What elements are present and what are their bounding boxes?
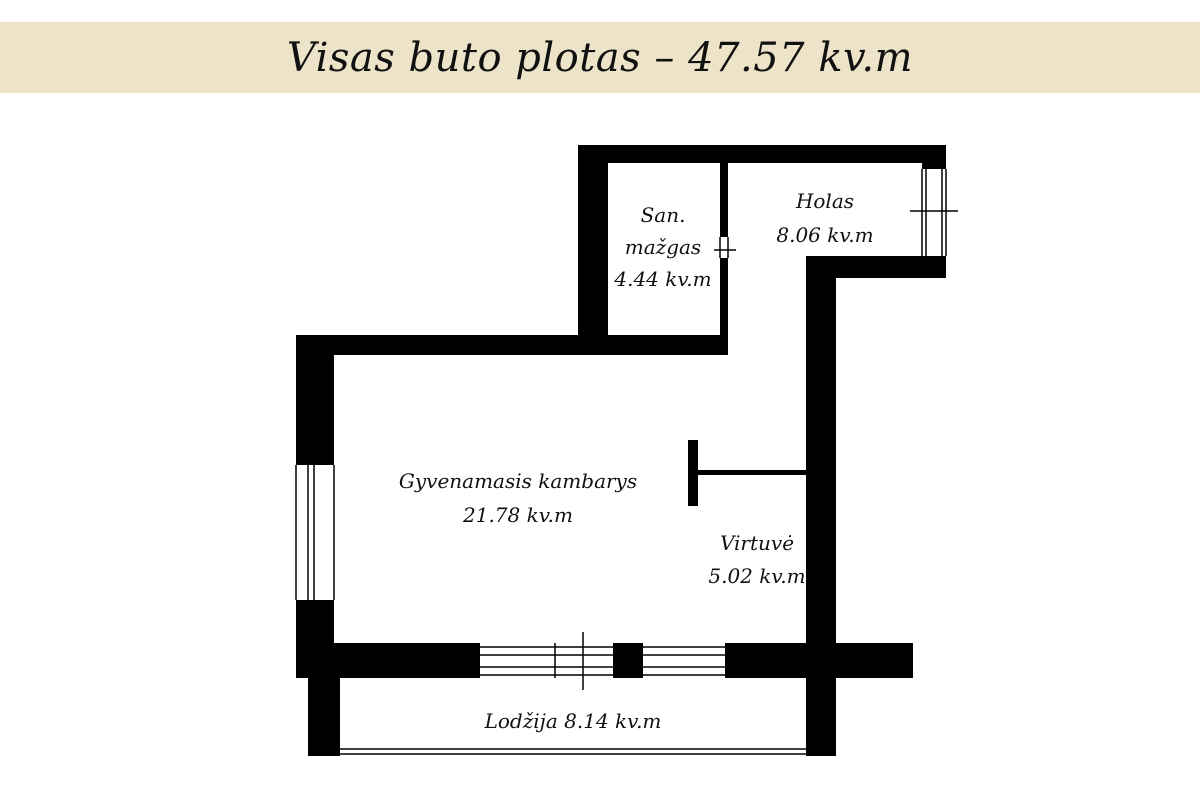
wall-hall-bottom	[806, 256, 946, 278]
wall-bottom-middle	[613, 643, 643, 678]
partition-horizontal	[694, 470, 806, 475]
wall-bottom-left	[296, 643, 480, 678]
wall-bathroom-right-lower	[720, 258, 728, 355]
window-bottom-left	[480, 632, 613, 690]
room-label-lodzija: Lodžija 8.14 kv.m	[484, 709, 662, 733]
wall-bottom-right	[725, 643, 913, 678]
window-bottom-right	[643, 646, 725, 676]
wall-top	[578, 145, 946, 163]
title-banner: Visas buto plotas – 47.57 kv.m	[0, 22, 1200, 93]
wall-bathroom-left	[578, 145, 608, 355]
room-label-sanmazgas-1: San.	[641, 203, 686, 227]
room-label-virtuve: Virtuvė	[720, 531, 794, 555]
wall-loggia-left	[308, 678, 340, 756]
wall-bathroom-right-upper	[720, 145, 728, 237]
window-hall	[910, 169, 958, 256]
wall-hall-right-top	[922, 145, 946, 169]
wall-living-top	[296, 335, 728, 355]
door-bathroom	[714, 237, 736, 258]
wall-living-left-upper	[296, 335, 334, 465]
room-area-holas: 8.06 kv.m	[776, 223, 873, 247]
room-label-sanmazgas-2: mažgas	[625, 235, 701, 259]
page-title: Visas buto plotas – 47.57 kv.m	[286, 34, 914, 81]
partition-vertical	[688, 440, 698, 506]
room-area-sanmazgas: 4.44 kv.m	[613, 267, 711, 291]
walls	[296, 145, 946, 756]
room-label-gyvenamasis: Gyvenamasis kambarys	[399, 469, 637, 493]
room-area-gyvenamasis: 21.78 kv.m	[462, 503, 573, 527]
windows	[295, 169, 958, 755]
wall-kitchen-right	[806, 256, 836, 756]
window-living-left	[295, 465, 335, 600]
loggia-glazing	[340, 748, 806, 755]
room-area-virtuve: 5.02 kv.m	[708, 564, 805, 588]
room-label-holas: Holas	[795, 189, 854, 213]
